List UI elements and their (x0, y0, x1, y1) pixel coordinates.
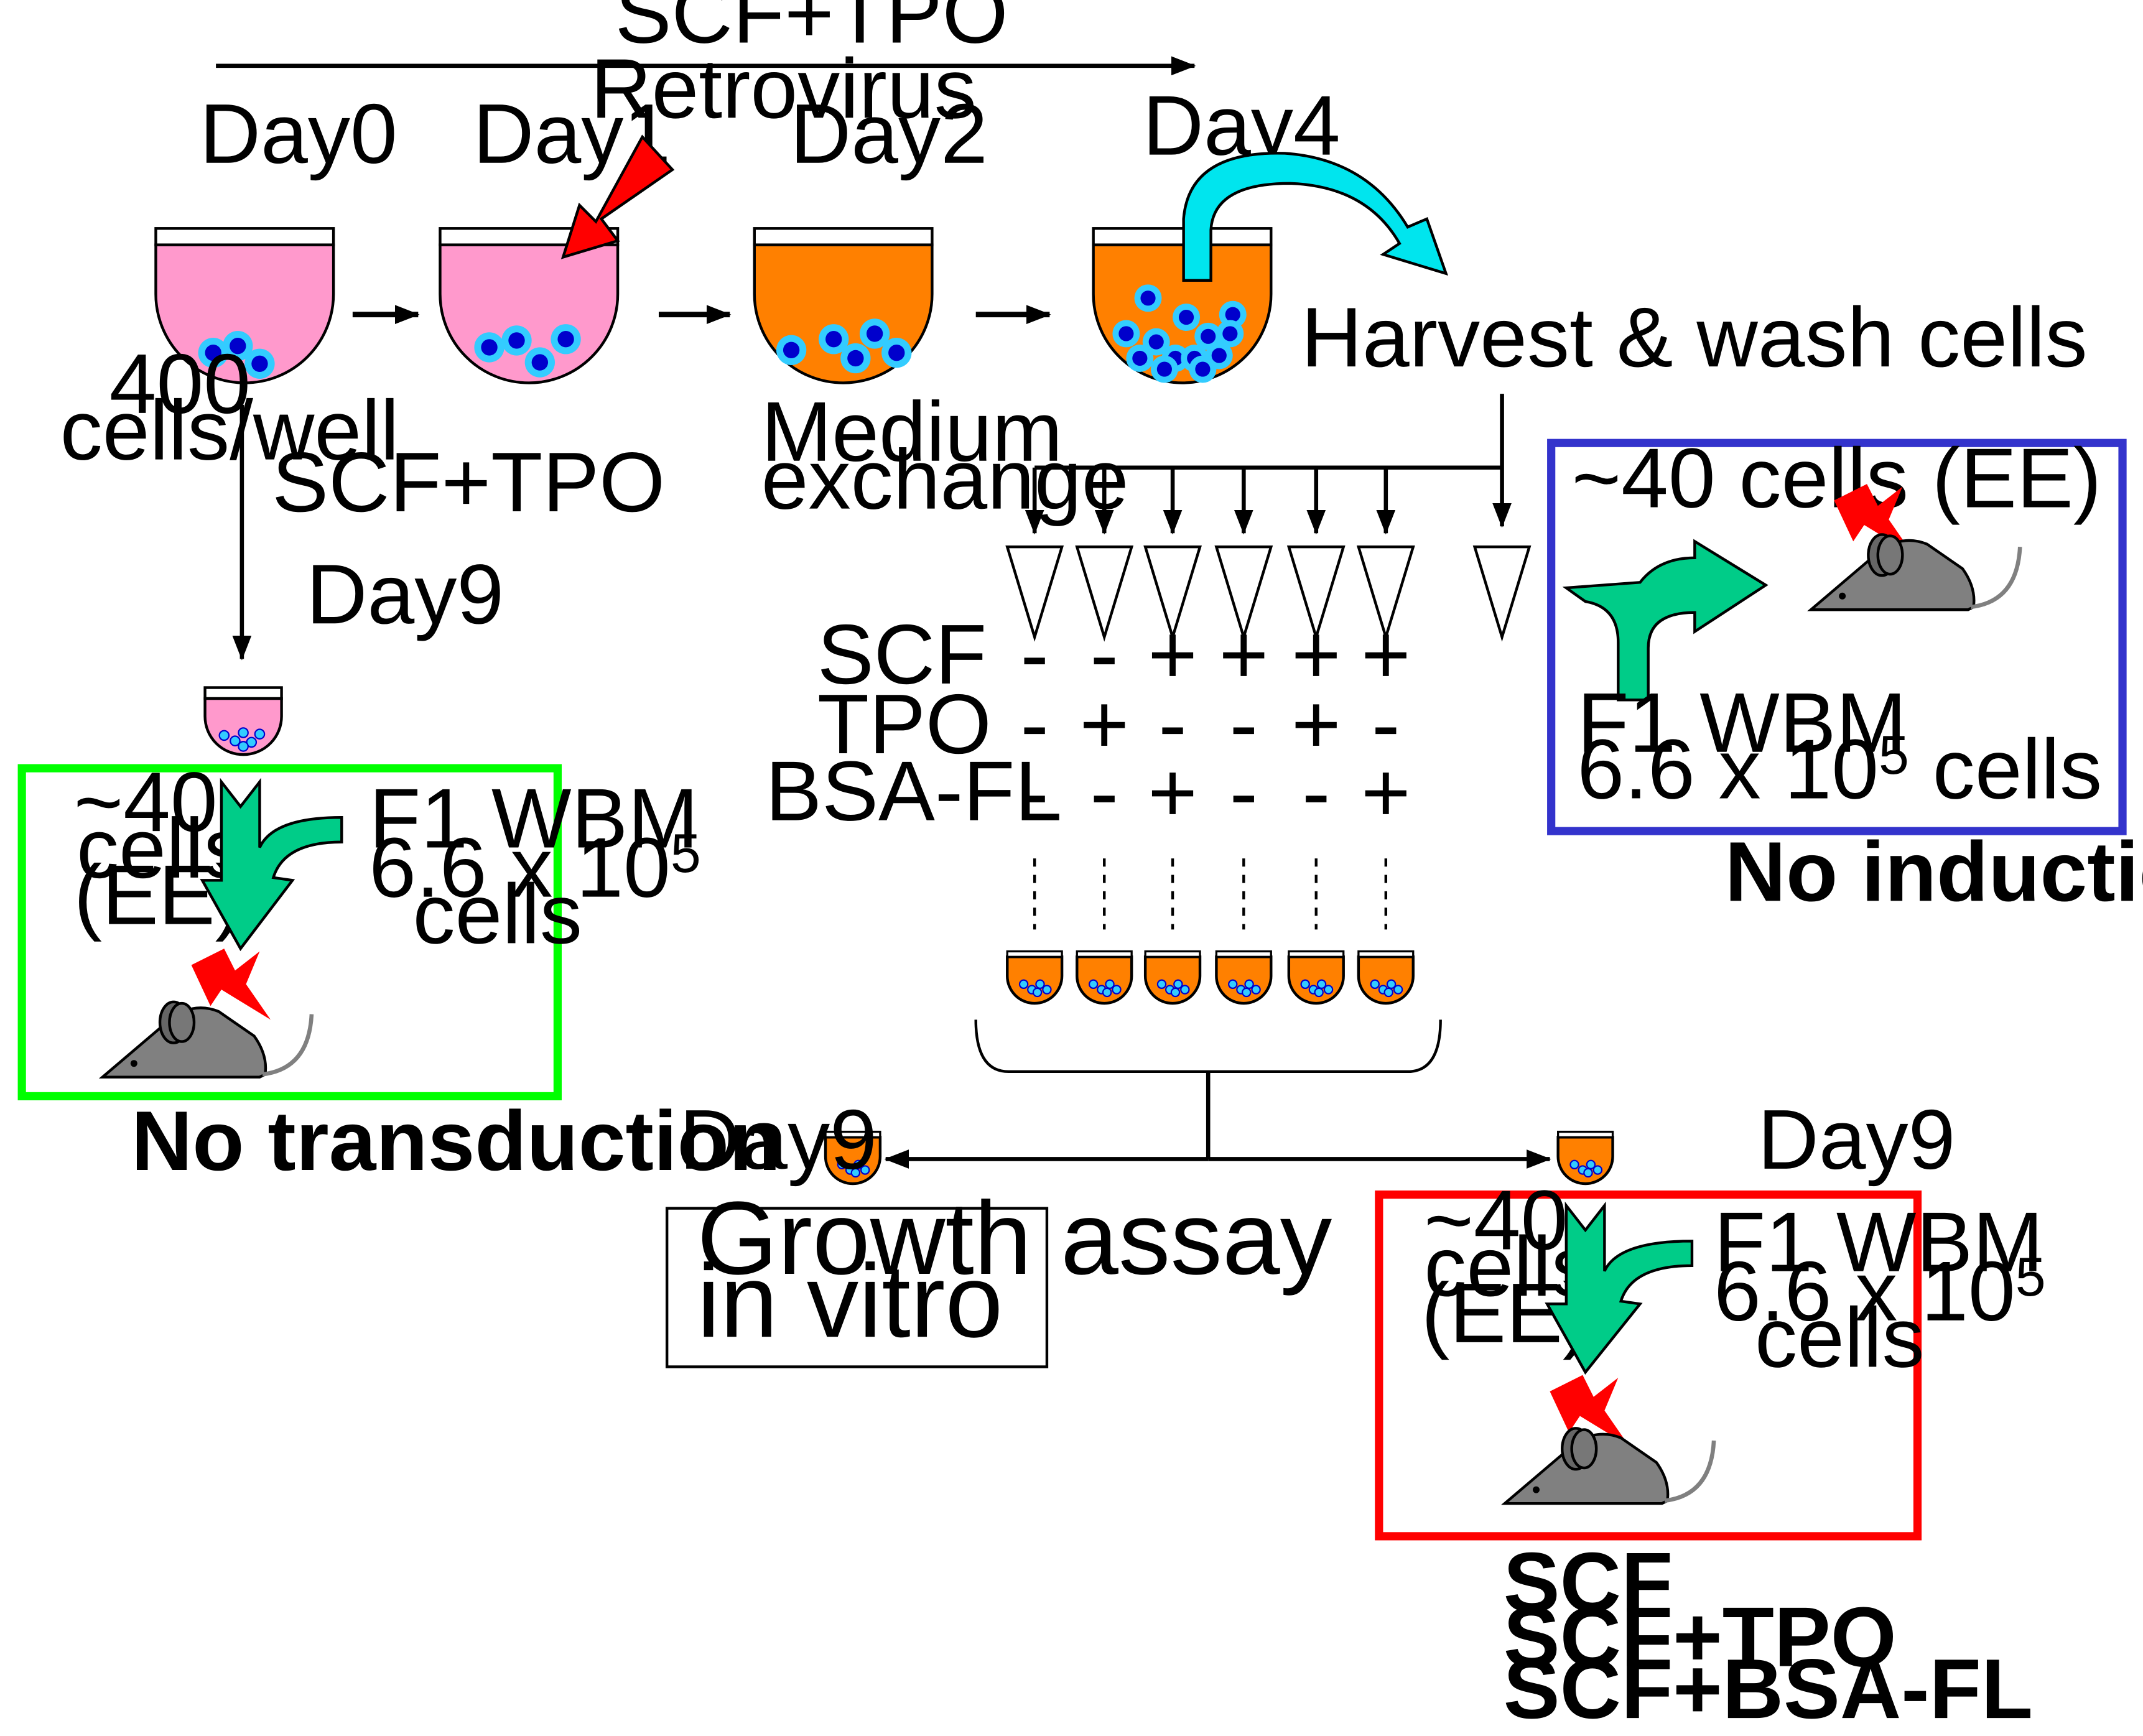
condition-sign: - (1302, 745, 1330, 840)
growth-assay-2: in vitro (697, 1243, 1003, 1359)
row-label-tpo: TPO (817, 677, 992, 771)
retrovirus-label: Retrovirus (590, 41, 977, 136)
condition-sign: + (1291, 677, 1341, 771)
row-label-bsafl: BSA-FL (765, 744, 1062, 838)
distribution-arrows (1025, 467, 1396, 535)
culture-tube-icon (1145, 952, 1200, 1003)
condition-sign: - (1230, 677, 1258, 771)
grouping-brace (974, 1019, 1442, 1074)
culture-well-day1 (439, 227, 620, 384)
left-wbm-3: cells (413, 866, 582, 961)
culture-tube-icon (1077, 952, 1132, 1003)
no-induction-caption: No induction (1725, 824, 2143, 919)
cell-icon (474, 324, 581, 378)
red-caption-scf-tpo: SCF+TPO (1504, 1590, 1897, 1684)
red-wbm-3: cells (1755, 1290, 1924, 1385)
red-wbm-1: F1 WBM (1714, 1195, 2043, 1289)
condition-sign: - (1230, 745, 1258, 840)
condition-sign: - (1158, 677, 1186, 771)
cell-icon (198, 331, 275, 379)
condition-sign: + (1148, 607, 1197, 702)
red-cells-1: ~40 (1424, 1172, 1568, 1267)
left-wbm-2: 6.6 x 105 (369, 820, 701, 915)
day0-label: Day0 (200, 86, 397, 181)
cell-icon (218, 727, 266, 752)
condition-sign: - (1090, 745, 1118, 840)
merge-arrow-icon (1545, 1201, 1694, 1375)
condition-sign: - (1372, 677, 1400, 771)
mouse-icon (1505, 1428, 1714, 1503)
growth-assay-1: Growth assay (697, 1181, 1332, 1296)
condition-sign: + (1361, 607, 1411, 702)
mouse-icon (103, 1002, 312, 1077)
culture-tubes-row (1007, 952, 1413, 1003)
condition-sign: + (1148, 745, 1197, 840)
culture-tube-icon (1007, 952, 1062, 1003)
condition-sign: + (1361, 745, 1411, 840)
cell-icon (1112, 284, 1247, 383)
culture-well-day0 (154, 227, 335, 384)
harvest-arrow-icon (1182, 152, 1449, 282)
transplant-box (1375, 1191, 1922, 1541)
red-caption-scf-bsafl: SCF+BSA-FL (1504, 1641, 2033, 1736)
red-wbm-2: 6.6 x 105 (1714, 1244, 2046, 1339)
no-transduction-box (17, 764, 562, 1101)
dashed-connectors (1033, 858, 1388, 930)
pipette-tip-icon (1475, 547, 1530, 637)
condition-sign: - (1090, 607, 1118, 702)
blue-cells-label: ~40 cells (EE) (1572, 430, 2102, 525)
condition-sign: - (1020, 745, 1048, 840)
condition-sign: - (1020, 677, 1048, 771)
row-label-scf: SCF (817, 607, 987, 702)
left-cytokines-label: SCF+TPO (272, 435, 665, 529)
red-caption-scf: SCF (1504, 1535, 1673, 1630)
culture-well-day9-left (203, 686, 283, 756)
top-cytokines-label: SCF+TPO (615, 0, 1008, 60)
left-day9-label: Day9 (306, 547, 504, 641)
merge-arrow-icon (1562, 539, 1769, 702)
culture-well-day4 (1092, 227, 1273, 384)
culture-tube-icon (1216, 952, 1271, 1003)
condition-matrix: ----+-+-++--++-+-+ (1020, 607, 1410, 840)
condition-sign: + (1079, 677, 1129, 771)
mouse-icon (1811, 534, 2020, 610)
retrovirus-arrow-icon (560, 134, 675, 259)
left-wbm-1: F1 WBM (369, 771, 699, 866)
cells-per-well-2: cells/well (60, 383, 399, 478)
bottom-day9-right: Day9 (1757, 1092, 1955, 1187)
condition-sign: - (1020, 607, 1048, 702)
left-cells-1: ~40 (74, 754, 218, 849)
harvest-label: Harvest & wash cells (1301, 290, 2088, 384)
medium-exchange-1: Medium (761, 384, 1062, 479)
bottom-day9-left: Day9 (679, 1092, 877, 1187)
merge-arrow-icon (200, 777, 343, 952)
no-induction-box (1547, 439, 2127, 835)
condition-sign: + (1219, 607, 1269, 702)
growth-assay-box (665, 1207, 1049, 1368)
culture-tube-icon (1289, 952, 1344, 1003)
culture-well-day2 (753, 227, 934, 384)
condition-sign: + (1291, 607, 1341, 702)
culture-tube-icon (1359, 952, 1413, 1003)
blue-wbm-2: 6.6 x 105 cells (1577, 722, 2102, 816)
cell-icon (776, 318, 912, 374)
cells-per-well-1: 400 (109, 337, 251, 431)
day2-label: Day2 (790, 86, 988, 181)
no-transduction-caption: No transduction (131, 1093, 781, 1188)
medium-exchange-2: exchange (761, 432, 1129, 527)
blue-wbm-1: F1 WBM (1577, 675, 1907, 770)
